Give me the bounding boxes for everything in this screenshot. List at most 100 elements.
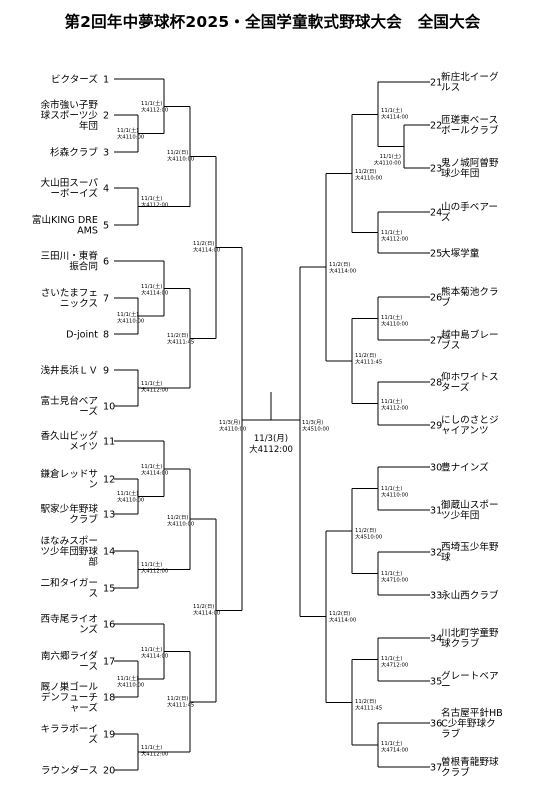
team-number: 12	[103, 474, 115, 485]
team-name: 豊ナインズ	[441, 461, 489, 473]
team-name: ャーズ	[70, 702, 99, 714]
match-schedule: 大4112:00	[381, 234, 409, 242]
team-number: 25	[430, 248, 442, 259]
team-name: 振合同	[69, 261, 98, 273]
team-number: 7	[103, 293, 109, 304]
team-number: 2	[103, 110, 109, 121]
team-number: 18	[103, 692, 115, 703]
match-schedule: 大4712:00	[381, 660, 409, 668]
team-name: 熊本菊池クラ	[441, 286, 499, 298]
team-name: ツ少年団	[441, 510, 479, 522]
match-schedule: 11/2(日)	[167, 332, 188, 339]
match-schedule: 大4114:00	[141, 468, 169, 476]
match-schedule: 11/2(日)	[329, 610, 350, 617]
match-schedule: 大4110:00	[167, 154, 195, 162]
match-schedule: 大4714:00	[381, 745, 409, 753]
team-name: ルス	[441, 83, 460, 94]
team-name: ーボーイズ	[50, 188, 98, 200]
match-schedule: 11/1(土)	[141, 282, 162, 290]
team-name: ス	[88, 589, 98, 600]
match-schedule: 11/1(土)	[117, 126, 138, 134]
match-schedule: 大4110:00	[381, 490, 409, 498]
team-name: 三田川・東脊	[40, 250, 98, 262]
match-schedule: 11/2(日)	[193, 240, 214, 247]
team-number: 35	[430, 676, 442, 687]
match-schedule: 大4114:00	[329, 615, 357, 623]
tournament-title: 第2回年中夢球杯2025・全国学童軟式野球大会 全国大会	[64, 13, 481, 31]
match-schedule: 大4110:00	[117, 680, 145, 688]
match-schedule: 11/3(月)	[302, 419, 323, 426]
team-number: 30	[430, 462, 442, 473]
match-schedule: 11/1(土)	[141, 99, 162, 107]
team-name: ほなみスポー	[40, 536, 98, 547]
match-schedule: 11/1(土)	[381, 397, 402, 405]
team-name: 浅井長浜ＬＶ	[40, 364, 98, 376]
match-schedule: 11/2(日)	[193, 603, 214, 610]
match-schedule: 11/1(土)	[381, 654, 402, 662]
team-number: 14	[103, 546, 115, 557]
team-number: 22	[430, 120, 442, 131]
team-name: 南六郷ライダ	[41, 650, 99, 662]
team-name: 部	[88, 556, 98, 568]
match-schedule: 11/1(土)	[381, 228, 402, 236]
team-name: ーズ	[79, 406, 98, 418]
team-name: ラウンダース	[41, 764, 98, 776]
final-date: 11/3(月)	[254, 434, 288, 444]
team-name: 香久山ビッグ	[40, 430, 98, 442]
team-name: 鬼ノ城阿曽野	[441, 157, 499, 169]
team-number: 24	[430, 207, 442, 218]
team-name: 匝瑳東ベース	[441, 114, 498, 126]
team-name: 新庄北イーグ	[441, 71, 499, 83]
team-number: 6	[103, 256, 109, 267]
team-name: 厩ノ巣ゴール	[40, 681, 98, 693]
team-name: 仰ホワイトス	[441, 371, 499, 383]
match-schedule: 大4111:45	[167, 337, 194, 345]
match-schedule: 11/1(土)	[141, 743, 162, 751]
match-schedule: 大4112:00	[381, 403, 409, 411]
team-number: 5	[103, 220, 109, 231]
match-schedule: 11/2(日)	[355, 352, 376, 359]
team-name: 球	[441, 552, 451, 564]
match-schedule: 大4111:45	[167, 700, 194, 708]
team-name: 西寺尾ライオ	[40, 614, 98, 625]
team-number: 26	[430, 292, 442, 303]
team-name: ズ	[441, 212, 451, 224]
match-schedule: 大4114:00	[381, 112, 409, 120]
team-name: デンフューチ	[41, 691, 98, 703]
match-schedule: 大4510:00	[302, 424, 330, 432]
team-name: ボールクラブ	[441, 125, 499, 137]
team-name: 御蔵山スポー	[441, 499, 499, 511]
team-number: 36	[430, 718, 442, 729]
team-name: ブ	[441, 297, 451, 309]
team-name: ターズ	[441, 382, 470, 394]
team-number: 34	[430, 633, 442, 644]
match-schedule: 大4110:00	[374, 158, 402, 166]
team-number: 11	[103, 436, 115, 447]
match-schedule: 11/1(土)	[380, 152, 401, 160]
team-name: さいたまフェ	[41, 288, 98, 299]
match-schedule: 11/2(日)	[355, 527, 376, 534]
team-number: 20	[103, 765, 115, 776]
team-number: 19	[103, 729, 115, 740]
team-number: 28	[430, 377, 442, 388]
team-name: クラブ	[69, 514, 98, 526]
match-schedule: 大4112:00	[141, 749, 169, 757]
team-name: 富山KING DRE	[32, 214, 98, 226]
team-name: 山の手ベアー	[441, 201, 498, 213]
team-name: 年団	[79, 120, 98, 132]
team-number: 8	[103, 329, 109, 340]
match-schedule: 11/1(土)	[117, 489, 138, 497]
match-schedule: 大4110:00	[355, 173, 383, 181]
match-schedule: 11/1(土)	[141, 379, 162, 387]
team-number: 15	[103, 583, 115, 594]
team-name: 越中島ブレー	[441, 329, 499, 341]
match-schedule: 大4114:00	[193, 245, 221, 253]
match-schedule: 11/1(土)	[381, 484, 402, 492]
match-schedule: 11/1(土)	[381, 739, 402, 747]
team-number: 37	[430, 762, 442, 773]
team-number: 17	[103, 656, 115, 667]
match-schedule: 11/1(土)	[117, 310, 138, 318]
team-name: グレートベア	[441, 670, 499, 682]
team-name: ース	[79, 662, 98, 673]
